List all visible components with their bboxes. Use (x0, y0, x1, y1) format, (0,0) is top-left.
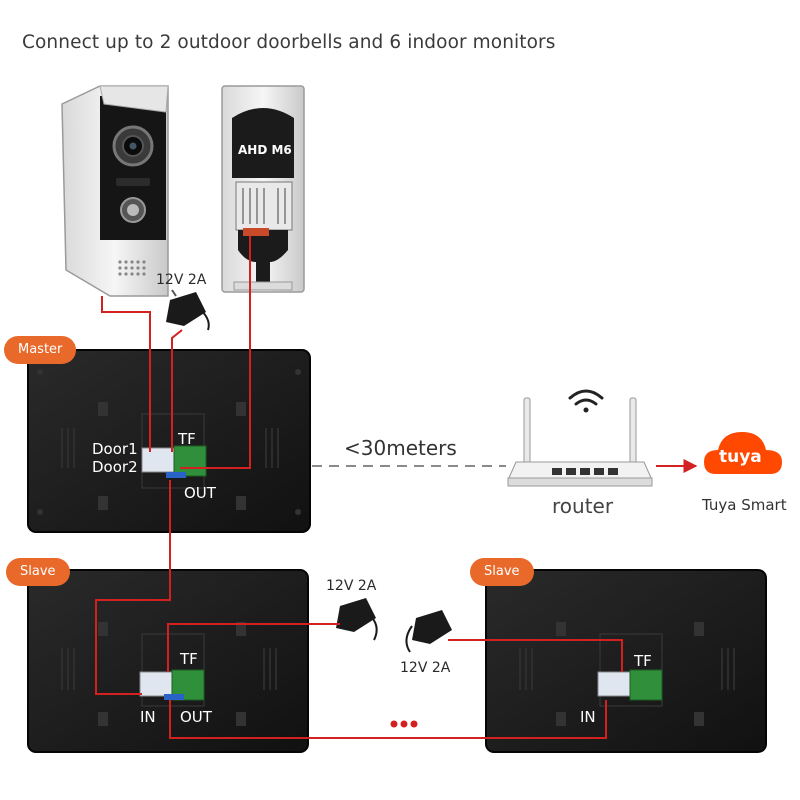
master-tf-label: TF (178, 430, 196, 448)
master-badge: Master (4, 336, 77, 364)
door1-label: Door1 (92, 440, 138, 458)
wiring (95, 236, 623, 739)
master-out-label: OUT (184, 484, 216, 502)
wire-slave1-power (167, 623, 340, 672)
slave1-badge: Slave (6, 558, 70, 586)
slave2-badge: Slave (470, 558, 534, 586)
wire-door2 (180, 236, 251, 469)
more-monitors-ellipsis (390, 720, 418, 728)
power-adapter-label: 12V 2A (400, 660, 451, 676)
distance-label: <30meters (344, 436, 457, 460)
outdoor-camera-back (221, 85, 305, 293)
camera-model-label: AHD M6 (238, 143, 292, 157)
power-adapter-label: 12V 2A (326, 578, 377, 594)
wire-master-power (171, 329, 183, 452)
slave2-in-label: IN (580, 708, 596, 726)
power-adapter-icon (166, 289, 210, 331)
wire-master-to-slave1 (95, 480, 171, 695)
master-monitor-panel (27, 349, 311, 533)
slave-monitor-2-panel (485, 569, 767, 753)
slave1-out-label: OUT (180, 708, 212, 726)
diagram-title: Connect up to 2 outdoor doorbells and 6 … (22, 32, 556, 53)
tuya-smart-label: Tuya Smart (702, 496, 787, 514)
slave2-tf-label: TF (634, 652, 652, 670)
slave1-in-label: IN (140, 708, 156, 726)
door2-label: Door2 (92, 458, 138, 476)
tuya-logo-text: tuya (719, 447, 762, 467)
router-label: router (552, 494, 614, 518)
wifi-icon (568, 389, 604, 413)
power-adapter-label: 12V 2A (156, 272, 207, 288)
tuya-logo (704, 432, 782, 474)
wire-slave2-power (448, 639, 623, 672)
router-icon (507, 397, 653, 487)
power-adapter-icon (336, 598, 378, 641)
slave1-tf-label: TF (180, 650, 198, 668)
outdoor-camera-front (61, 85, 169, 297)
power-adapter-icon (405, 610, 452, 653)
wire-door1 (101, 296, 151, 452)
wire-slave1-to-slave2 (169, 700, 607, 739)
